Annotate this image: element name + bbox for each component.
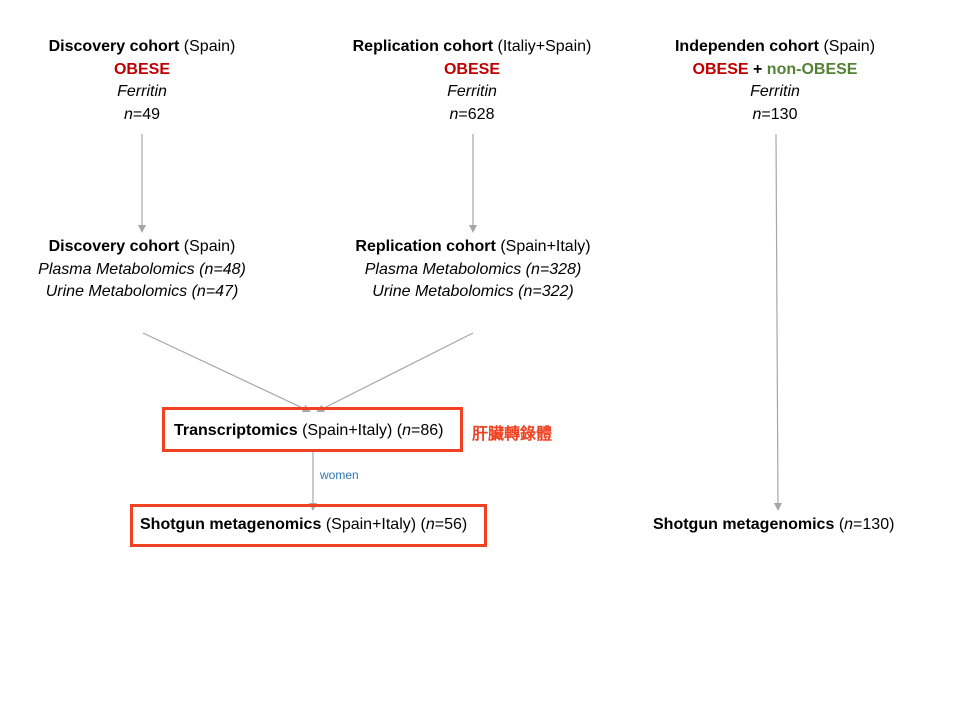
replication-cohort-marker: Ferritin — [447, 83, 497, 100]
metagenomics-right-n-value: =130) — [853, 516, 895, 533]
transcriptomics-region: (Spain+Italy) ( — [302, 422, 403, 439]
independent-cohort-marker: Ferritin — [750, 83, 800, 100]
discovery-cohort-region: (Spain) — [183, 38, 236, 55]
metagenomics-left-box — [130, 504, 487, 547]
discovery-cohort-n-value: =49 — [132, 105, 161, 123]
replication-urine-metabolomics: Urine Metabolomics (n=322) — [372, 283, 574, 300]
replication-cohort-n-label: n — [449, 105, 459, 123]
transcriptomics-title: Transcriptomics — [174, 422, 298, 439]
replication-metabolomics-node: Replication cohort (Spain+Italy) Plasma … — [338, 236, 608, 304]
arrow-independent-to-metagenomics — [773, 133, 782, 511]
discovery-cohort-n-label: n — [123, 105, 133, 123]
metagenomics-left-label: Shotgun metagenomics (Spain+Italy) (n=56… — [140, 515, 467, 535]
replication-cohort-region: (Italiy+Spain) — [497, 38, 592, 55]
discovery-metabolomics-title: Discovery cohort — [48, 238, 180, 255]
metagenomics-right-n-label: n — [844, 516, 854, 533]
replication-cohort-group: OBESE — [443, 60, 500, 78]
discovery-urine-metabolomics: Urine Metabolomics (n=47) — [45, 283, 239, 300]
replication-metabolomics-title: Replication cohort — [355, 238, 496, 255]
metagenomics-left-n-value: =56) — [434, 516, 468, 533]
discovery-cohort-title: Discovery cohort — [48, 38, 180, 55]
discovery-cohort-marker: Ferritin — [117, 83, 167, 100]
metagenomics-left-title: Shotgun metagenomics — [140, 516, 322, 533]
arrow-replication-metabolomics-to-transcriptomics — [316, 332, 474, 412]
independent-cohort-group-b: non-OBESE — [766, 60, 858, 78]
liver-transcriptome-note: 肝臟轉錄體 — [472, 426, 553, 443]
replication-cohort-title: Replication cohort — [352, 38, 494, 55]
independent-cohort-region: (Spain) — [823, 38, 876, 55]
transcriptomics-n-value: =86) — [411, 422, 444, 439]
replication-cohort-node: Replication cohort (Italiy+Spain) OBESE … — [342, 36, 602, 126]
replication-metabolomics-region: (Spain+Italy) — [500, 238, 591, 255]
independent-cohort-title: Independen cohort — [674, 38, 819, 55]
independent-cohort-node: Independen cohort (Spain) OBESE + non-OB… — [662, 36, 888, 126]
transcriptomics-label: Transcriptomics (Spain+Italy) (n=86) — [174, 421, 443, 441]
independent-cohort-n-value: =130 — [761, 105, 798, 123]
replication-cohort-n-value: =628 — [458, 105, 495, 123]
independent-cohort-group-a: OBESE — [692, 60, 749, 78]
discovery-cohort-node: Discovery cohort (Spain) OBESE Ferritin … — [42, 36, 242, 126]
discovery-metabolomics-node: Discovery cohort (Spain) Plasma Metabolo… — [22, 236, 262, 304]
transcriptomics-box — [162, 407, 463, 452]
arrow-discovery-metabolomics-to-transcriptomics — [142, 332, 311, 413]
women-edge-label: women — [320, 468, 359, 482]
discovery-metabolomics-region: (Spain) — [183, 238, 236, 255]
independent-cohort-plus: + — [753, 60, 763, 78]
metagenomics-left-region: (Spain+Italy) ( — [325, 516, 426, 533]
independent-cohort-n-label: n — [752, 105, 762, 123]
transcriptomics-n-label: n — [402, 422, 412, 439]
metagenomics-left-n-label: n — [425, 516, 435, 533]
discovery-cohort-group: OBESE — [113, 60, 170, 78]
replication-plasma-metabolomics: Plasma Metabolomics (n=328) — [364, 260, 582, 278]
metagenomics-right-title: Shotgun metagenomics — [653, 516, 835, 533]
discovery-plasma-metabolomics: Plasma Metabolomics (n=48) — [38, 260, 246, 278]
metagenomics-right-label: Shotgun metagenomics (n=130) — [653, 515, 894, 535]
metagenomics-right-region: ( — [838, 516, 845, 533]
